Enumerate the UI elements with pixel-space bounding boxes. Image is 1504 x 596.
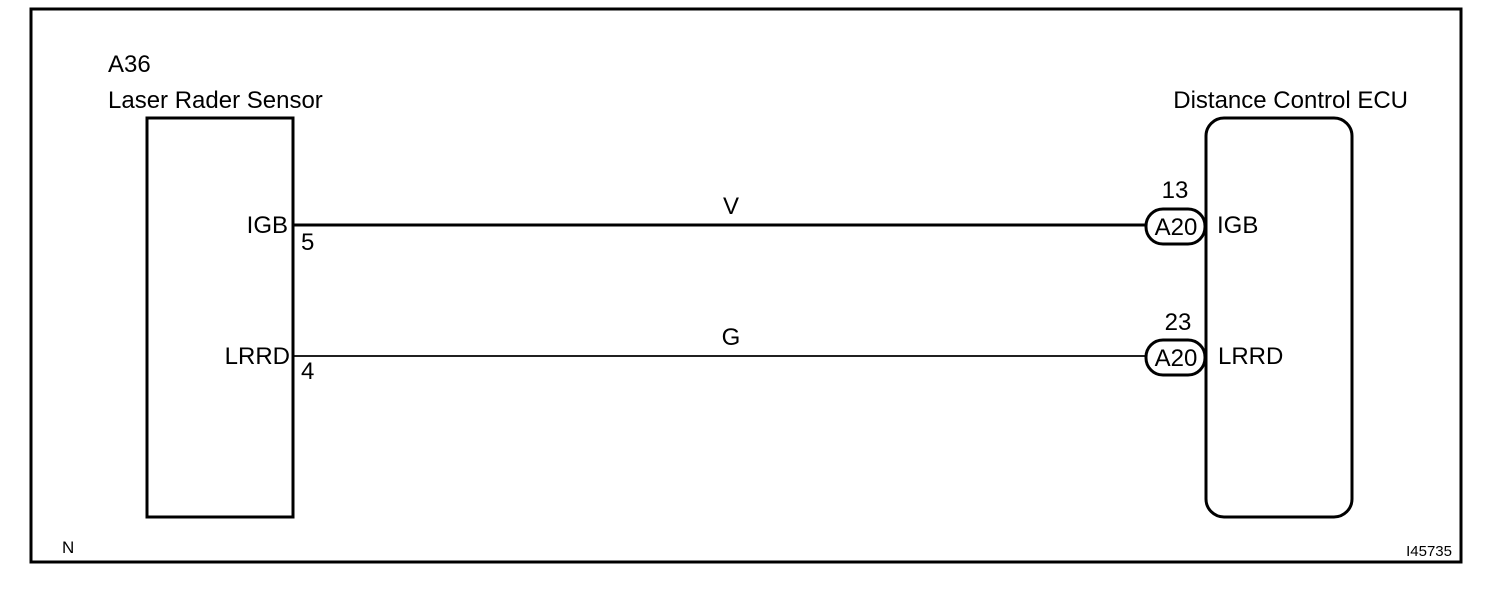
right-signal-lrrd: LRRD [1218, 343, 1283, 370]
left-signal-lrrd: LRRD [225, 343, 290, 370]
wire-lrrd: LRRD 4 G 23 A20 LRRD [225, 309, 1284, 385]
right-signal-igb: IGB [1217, 212, 1258, 239]
left-pin-4: 4 [301, 358, 314, 385]
connector-a20-label: A20 [1155, 214, 1198, 241]
connector-a20-badge [1144, 207, 1207, 246]
left-component-name: Laser Rader Sensor [108, 87, 323, 114]
wire-color-v: V [723, 193, 739, 220]
figure-code: I45735 [1406, 543, 1452, 560]
diagram-frame [29, 7, 1463, 564]
distance-control-ecu-box [1204, 116, 1354, 519]
left-signal-igb: IGB [247, 212, 288, 239]
right-pin-13: 13 [1162, 177, 1189, 204]
right-component-name: Distance Control ECU [1173, 87, 1408, 114]
left-component-id: A36 [108, 51, 151, 78]
left-pin-5: 5 [301, 229, 314, 256]
connector-a20-label: A20 [1155, 345, 1198, 372]
wire-igb: IGB 5 V 13 A20 IGB [247, 177, 1259, 256]
connector-a20-badge [1144, 338, 1207, 377]
right-pin-23: 23 [1165, 309, 1192, 336]
laser-radar-sensor-box [145, 116, 295, 519]
footer-mark-n: N [62, 538, 74, 557]
wire-color-g: G [722, 324, 741, 351]
